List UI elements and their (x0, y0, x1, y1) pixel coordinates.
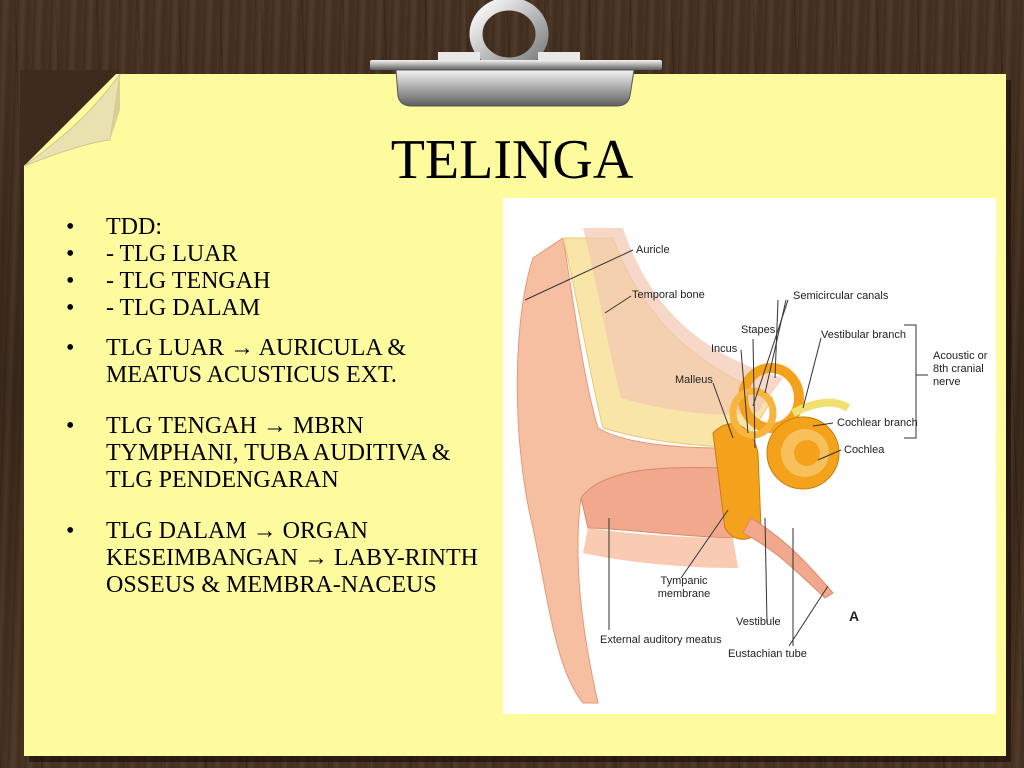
label-semicircular-canals: Semicircular canals (793, 290, 889, 302)
page-curl (23, 73, 121, 167)
bullet-text: TDD: (106, 214, 162, 240)
bullet-item: • TDD: (64, 214, 494, 241)
bullet-list: • TDD: • - TLG LUAR • - TLG TENGAH • - TLG DALA… (64, 214, 494, 599)
bullet-text: - TLG DALAM (106, 295, 261, 321)
label-malleus: Malleus (675, 374, 713, 386)
label-cochlea: Cochlea (844, 444, 885, 456)
bullet-dot-icon: • (66, 518, 75, 544)
bullet-text: TLG DALAM → ORGAN KESEIMBANGAN → LABY-RI… (106, 518, 478, 598)
bullet-item: • - TLG LUAR (64, 241, 494, 268)
slide-title: TELINGA (390, 129, 634, 191)
bullet-item: • TLG TENGAH → MBRN TYMPHANI, TUBA AUDITI… (64, 413, 494, 494)
label-external-auditory-meatus: External auditory meatus (600, 634, 722, 646)
label-eustachian-tube: Eustachian tube (728, 648, 807, 660)
bullet-dot-icon: • (66, 413, 75, 439)
bullet-text: TLG TENGAH → MBRN TYMPHANI, TUBA AUDITIV… (106, 413, 451, 493)
bullet-text: TLG LUAR → AURICULA & MEATUS ACUSTICUS E… (106, 335, 406, 388)
bullet-dot-icon: • (66, 295, 75, 321)
bullet-dot-icon: • (66, 241, 75, 267)
label-acoustic-nerve: Acoustic or 8th cranial nerve (933, 350, 988, 388)
label-vestibular-branch: Vestibular branch (821, 329, 906, 341)
bullet-dot-icon: • (66, 268, 75, 294)
bullet-item: • TLG LUAR → AURICULA & MEATUS ACUSTICUS … (64, 335, 494, 389)
label-stapes: Stapes (741, 324, 776, 336)
bullet-text: - TLG TENGAH (106, 268, 271, 294)
bullet-dot-icon: • (66, 335, 75, 361)
bullet-dot-icon: • (66, 214, 75, 240)
bullet-item: • - TLG TENGAH (64, 268, 494, 295)
label-tympanic-membrane: Tympanic membrane (657, 575, 711, 600)
ear-anatomy-diagram: Auricle Temporal bone Semicircular canal… (503, 198, 996, 714)
label-incus: Incus (711, 343, 738, 355)
label-auricle: Auricle (636, 244, 670, 256)
label-temporal-bone: Temporal bone (632, 289, 705, 301)
bullet-item: • TLG DALAM → ORGAN KESEIMBANGAN → LABY-R… (64, 518, 494, 599)
ear-illustration (516, 228, 928, 704)
bullet-item: • - TLG DALAM (64, 295, 494, 322)
label-vestibule: Vestibule (736, 616, 781, 628)
label-panel-letter: A (849, 608, 860, 624)
label-cochlear-branch: Cochlear branch (837, 417, 918, 429)
binder-clip-icon (370, 0, 662, 107)
bullet-text: - TLG LUAR (106, 241, 238, 267)
